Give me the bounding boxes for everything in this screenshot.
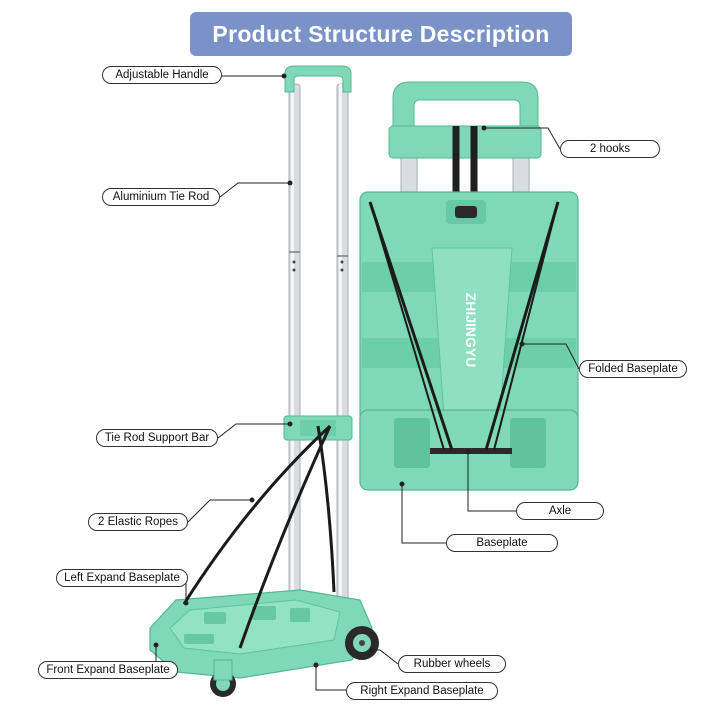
leader-dot <box>287 421 293 427</box>
folded-rope-right-b <box>493 201 559 451</box>
hook-block <box>388 125 542 159</box>
label-hooks: 2 hooks <box>560 140 660 158</box>
label-rubber-wheels: Rubber wheels <box>398 655 506 673</box>
elastic-rope-1 <box>182 424 332 605</box>
axle <box>430 448 512 454</box>
leader-lines <box>153 73 580 691</box>
extended-trolley <box>149 65 379 697</box>
folded-rope-left <box>368 201 454 451</box>
leader-aluminium-tie-rod <box>219 182 290 198</box>
baseplate-slot <box>252 606 276 620</box>
label-aluminium-tie-rod: Aluminium Tie Rod <box>102 188 220 206</box>
label-front-expand-baseplate: Front Expand Baseplate <box>38 661 178 679</box>
label-left-expand-baseplate: Left Expand Baseplate <box>56 569 188 587</box>
title-banner: Product Structure Description <box>190 12 572 56</box>
baseplate-slot <box>290 608 310 622</box>
leader-dot <box>153 642 159 648</box>
leader-support-bar <box>217 423 290 439</box>
rod-highlight <box>339 84 342 614</box>
baseplate-pocket <box>510 418 546 468</box>
folded-rope-left-b <box>369 201 445 451</box>
folded-rope-right <box>484 201 560 451</box>
leader-dot <box>465 449 471 455</box>
label-baseplate: Baseplate <box>446 534 558 552</box>
leader-dot <box>399 481 405 487</box>
leader-rubber-wheels <box>372 649 399 665</box>
label-adjustable-handle: Adjustable Handle <box>102 66 222 84</box>
leader-dot <box>519 341 525 347</box>
leader-elastic-ropes <box>187 499 252 523</box>
leader-dot <box>481 125 487 131</box>
brand-logo: ZHIJINGYU <box>463 293 479 368</box>
rod-pin <box>340 268 344 272</box>
rod-pin <box>292 260 296 264</box>
right-tie-rod <box>336 83 349 615</box>
baseplate-pocket <box>394 418 430 468</box>
handle-slot-hole <box>455 206 477 218</box>
folded-trolley: ZHIJINGYU <box>359 81 579 491</box>
leader-dot <box>313 662 319 668</box>
elastic-rope-3 <box>316 425 336 593</box>
label-tie-rod-support-bar: Tie Rod Support Bar <box>96 429 218 447</box>
leader-folded-baseplate <box>522 343 580 370</box>
page-title: Product Structure Description <box>212 20 550 47</box>
baseplate-slot <box>204 612 226 624</box>
rod-pin <box>340 260 344 264</box>
rod-pin <box>292 268 296 272</box>
leader-dot <box>281 73 287 79</box>
baseplate-slot <box>184 634 214 644</box>
wheel-bracket <box>213 659 233 681</box>
label-axle: Axle <box>516 502 604 520</box>
folded-handle <box>392 81 539 129</box>
label-right-expand-baseplate: Right Expand Baseplate <box>346 682 498 700</box>
rod-highlight <box>291 84 294 604</box>
leader-dot <box>249 497 255 503</box>
left-tie-rod <box>288 83 301 605</box>
leader-hooks <box>484 127 561 150</box>
adjustable-handle <box>284 65 352 93</box>
label-elastic-ropes: 2 Elastic Ropes <box>88 513 188 531</box>
leader-baseplate <box>401 484 446 544</box>
label-folded-baseplate: Folded Baseplate <box>579 360 687 378</box>
wheel-axle-cap <box>359 640 365 646</box>
leader-dot <box>287 180 293 186</box>
leader-dot <box>183 600 189 606</box>
elastic-rope-2 <box>238 425 332 649</box>
leader-dot <box>369 647 375 653</box>
leader-right-expand <box>315 666 346 691</box>
leader-axle <box>467 452 516 512</box>
